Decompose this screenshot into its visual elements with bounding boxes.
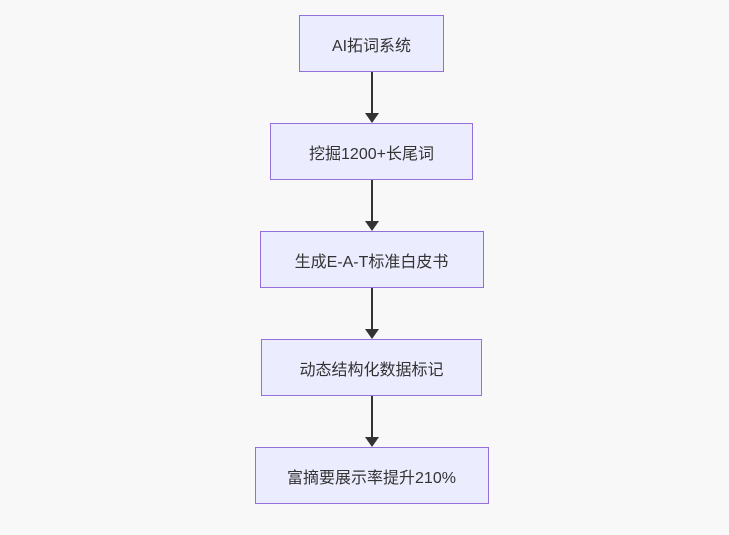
flowchart: AI拓词系统 挖掘1200+长尾词 生成E-A-T标准白皮书 动态结构化数据标记… xyxy=(254,15,489,504)
flowchart-node-step-4: 动态结构化数据标记 xyxy=(261,339,482,396)
arrow-line xyxy=(370,288,373,330)
arrow-down-icon xyxy=(364,113,379,123)
node-label: AI拓词系统 xyxy=(331,37,412,55)
arrow-down-icon xyxy=(364,329,379,339)
arrow-down-icon xyxy=(364,221,379,231)
flowchart-node-step-3: 生成E-A-T标准白皮书 xyxy=(259,231,484,288)
flowchart-node-step-5: 富摘要展示率提升210% xyxy=(254,447,489,504)
flowchart-node-step-1: AI拓词系统 xyxy=(299,15,444,72)
arrow-connector xyxy=(364,288,379,339)
arrow-line xyxy=(370,72,373,114)
node-label: 生成E-A-T标准白皮书 xyxy=(294,253,449,271)
arrow-line xyxy=(370,180,373,222)
node-label: 挖掘1200+长尾词 xyxy=(309,145,434,163)
arrow-line xyxy=(370,396,373,438)
node-label: 富摘要展示率提升210% xyxy=(287,469,456,487)
arrow-connector xyxy=(364,180,379,231)
arrow-connector xyxy=(364,396,379,447)
arrow-connector xyxy=(364,72,379,123)
arrow-down-icon xyxy=(364,437,379,447)
flowchart-node-step-2: 挖掘1200+长尾词 xyxy=(270,123,473,180)
node-label: 动态结构化数据标记 xyxy=(299,361,444,379)
